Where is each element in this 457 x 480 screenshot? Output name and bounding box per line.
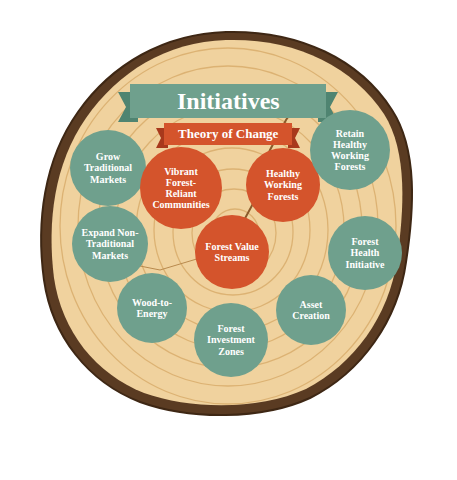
initiative-circle: Forest Investment Zones (194, 303, 268, 377)
initiative-circle: Grow Traditional Markets (70, 130, 146, 206)
circle-label: Healthy Working Forests (254, 168, 313, 202)
initiative-circle: Expand Non-Traditional Markets (72, 206, 148, 282)
goal-circle: Healthy Working Forests (246, 148, 320, 222)
circle-label: Asset Creation (283, 299, 339, 321)
initiative-circle: Wood-to-Energy (117, 273, 187, 343)
circle-label: Forest Health Initiative (336, 236, 394, 270)
initiative-circle: Asset Creation (276, 275, 346, 345)
title-text: Initiatives (177, 88, 280, 115)
circle-label: Retain Healthy Working Forests (321, 128, 379, 173)
goal-circle: Forest Value Streams (195, 215, 269, 289)
circle-label: Grow Traditional Markets (78, 151, 139, 185)
circle-label: Expand Non-Traditional Markets (80, 227, 141, 261)
circle-label: Wood-to-Energy (124, 297, 180, 319)
title-ribbon (130, 84, 326, 118)
circle-label: Vibrant Forest-Reliant Communities (152, 166, 211, 211)
initiative-circle: Retain Healthy Working Forests (310, 110, 390, 190)
circle-label: Forest Investment Zones (202, 323, 260, 357)
wood-face (52, 40, 403, 405)
initiative-circle: Forest Health Initiative (328, 216, 402, 290)
circle-label: Forest Value Streams (203, 241, 262, 263)
label-ribbon (164, 123, 292, 145)
ribbon-label: Theory of Change (178, 126, 278, 142)
bark (41, 32, 412, 415)
goal-circle: Vibrant Forest-Reliant Communities (140, 147, 222, 229)
